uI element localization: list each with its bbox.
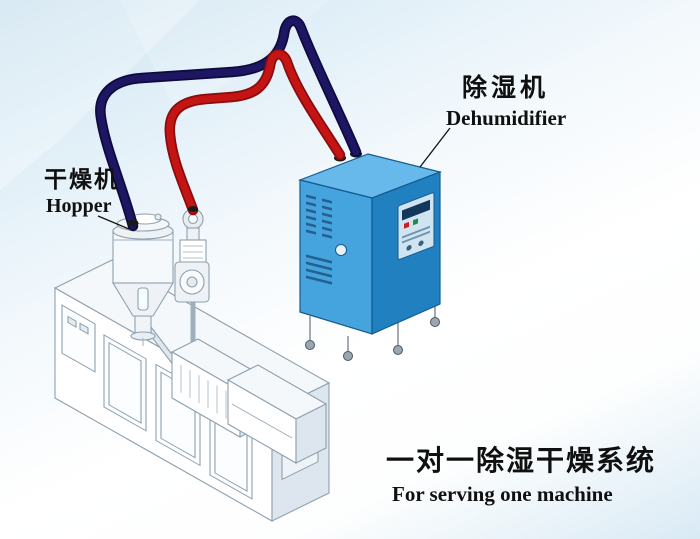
hoses	[95, 15, 362, 232]
hopper-label-cn: 干燥机	[44, 166, 119, 192]
gearbox-vent-lines	[180, 364, 227, 419]
control-panel-knob	[418, 240, 424, 247]
caption-en: For serving one machine	[392, 482, 613, 506]
blower-neck	[186, 227, 200, 241]
caption-cn: 一对一除湿干燥系统	[386, 444, 656, 476]
hopper-lid-vent	[154, 213, 162, 221]
dehumidifier-cabinet	[298, 150, 442, 361]
hopper-label-en: Hopper	[46, 195, 112, 217]
dehumidifier-label-cn: 除湿机	[462, 73, 549, 102]
control-panel-display	[402, 199, 430, 221]
hopper-leader-line	[97, 215, 130, 230]
hose-fitting	[127, 219, 139, 227]
dehumidifier-leader-line	[419, 127, 451, 168]
cabinet-front-vents	[306, 194, 332, 285]
dehumidifier-label-en: Dehumidifier	[446, 106, 566, 130]
cabinet-control-panel	[397, 192, 435, 260]
return-hose-navy	[96, 17, 360, 230]
control-panel-lamp-red	[404, 221, 409, 229]
hopper-sight-glass	[137, 287, 149, 311]
motor-cover-block	[226, 364, 328, 464]
blower-filter-unit	[174, 208, 210, 303]
control-panel-knob	[406, 245, 412, 251]
blower-upper-box	[179, 239, 207, 263]
cabinet-emblem	[335, 244, 347, 256]
supply-hose-red	[166, 50, 344, 214]
cabinet-casters	[305, 306, 440, 361]
hose-fitting	[188, 206, 198, 212]
control-panel-lamp-green	[413, 218, 418, 226]
